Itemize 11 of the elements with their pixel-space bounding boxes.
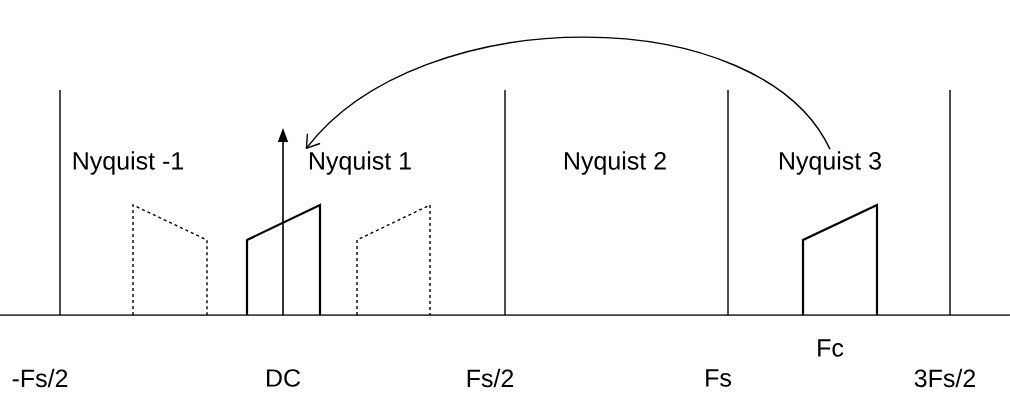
frequency-label: Fs/2 <box>467 368 514 388</box>
zone-label: Nyquist 3 <box>775 149 885 177</box>
arrow <box>305 36 831 150</box>
frequency-label: DC <box>267 369 301 387</box>
frequency-label: Fs <box>706 369 731 387</box>
zone-label: Nyquist 2 <box>560 149 670 177</box>
zone-label: Nyquist -1 <box>69 149 187 177</box>
frequency-label: -Fs/2 <box>12 368 68 388</box>
frequency-label: 3Fs/2 <box>914 368 975 388</box>
zone-label: Nyquist 1 <box>305 149 415 177</box>
frequency-label: Fc <box>818 339 844 357</box>
